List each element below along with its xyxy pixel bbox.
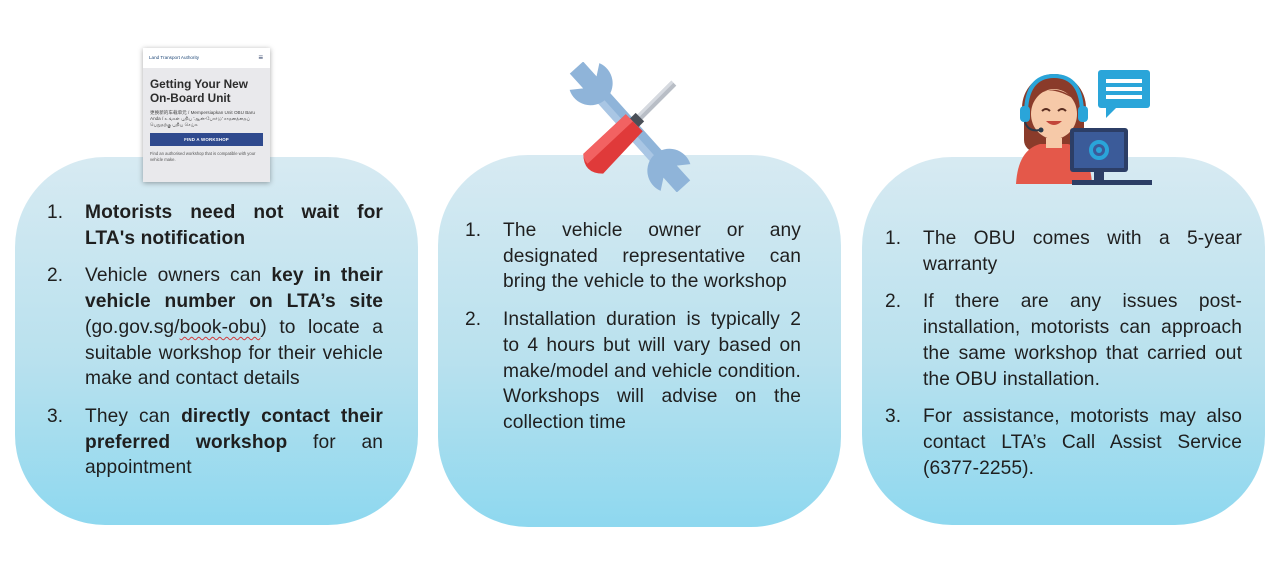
hamburger-menu-icon: ≡ [258,53,263,62]
support-steps-list: 1. The OBU comes with a 5-year warranty … [885,226,1242,493]
lta-phone-screenshot: Land Transport Authority ≡ Getting Your … [143,48,270,182]
list-item: 2. Vehicle owners can key in their vehic… [47,265,383,390]
list-item: 3. For assistance, motorists may also co… [885,406,1242,479]
list-item: 2. If there are any issues post-installa… [885,291,1242,390]
find-workshop-button: FIND A WORKSHOP [150,133,263,146]
book-obu-link-text: (go.gov.sg/book-obu) [85,316,267,338]
list-item: 2. Installation duration is typically 2 … [465,309,801,433]
info-card-installation [438,155,841,527]
wrench-screwdriver-icon [560,61,700,193]
phone-page-title: Getting Your New On-Board Unit [150,77,248,105]
booking-steps-list: 1. Motorists need not wait for LTA's not… [47,200,383,493]
list-item: 1. The vehicle owner or any designated r… [465,220,801,293]
installation-steps-list: 1. The vehicle owner or any designated r… [465,218,801,448]
phone-note: Find an authorised workshop that is comp… [150,151,256,162]
book-obu-text: book-obu [179,316,261,338]
phone-language-text: 更换新的车载单元 / Mempersiapkan Unit OBU Baru A… [150,110,255,127]
list-item-bold: Motorists need not wait for LTA's notifi… [85,202,383,249]
list-item: 1. Motorists need not wait for LTA's not… [47,202,383,249]
lta-logo: Land Transport Authority [149,55,200,60]
list-item: 1. The OBU comes with a 5-year warranty [885,228,1242,275]
list-item-bold: key in their vehicle number on LTA’s sit… [85,265,383,313]
list-item-bold: directly contact their preferred worksho… [85,405,383,453]
info-card-booking [15,157,418,525]
info-card-support [862,157,1265,525]
customer-support-agent-icon [1010,66,1160,186]
list-item: 3. They can directly contact their prefe… [47,405,383,479]
